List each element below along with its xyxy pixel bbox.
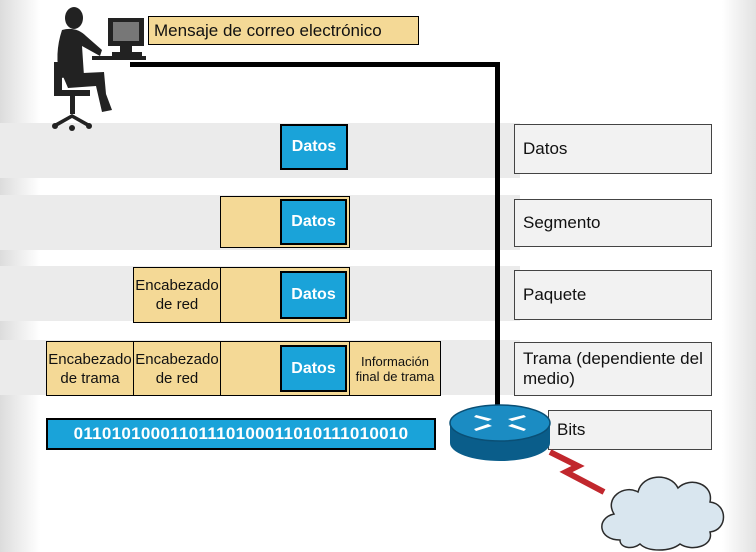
right-edge-shade xyxy=(722,0,756,552)
pdu-label-bits: Bits xyxy=(548,410,712,450)
wire-vertical xyxy=(495,62,500,420)
pdu-label-segmento: Segmento xyxy=(514,199,712,247)
data-box-row4: Datos xyxy=(280,345,347,392)
row-band-datos xyxy=(0,123,520,178)
frame-header: Encabezado de trama xyxy=(46,341,134,396)
pdu-label-trama: Trama (dependiente del medio) xyxy=(514,342,712,396)
pdu-label-datos: Datos xyxy=(514,124,712,174)
lightning-link-icon xyxy=(548,449,606,495)
cloud-icon xyxy=(601,476,725,551)
network-header-row3: Encabezado de red xyxy=(133,267,221,323)
data-box-row3: Datos xyxy=(280,271,347,319)
data-box-row2: Datos xyxy=(280,199,347,245)
email-message-label: Mensaje de correo electrónico xyxy=(148,16,419,45)
pdu-label-paquete: Paquete xyxy=(514,270,712,320)
frame-trailer: Información final de trama xyxy=(349,341,441,396)
person-at-computer-icon xyxy=(52,7,146,131)
data-box-row1: Datos xyxy=(280,124,348,170)
wire-horizontal xyxy=(130,62,500,67)
bitstream-box: 01101010001101110100011010111010010 xyxy=(46,418,436,450)
router-icon xyxy=(449,404,551,461)
network-header-row4: Encabezado de red xyxy=(133,341,221,396)
